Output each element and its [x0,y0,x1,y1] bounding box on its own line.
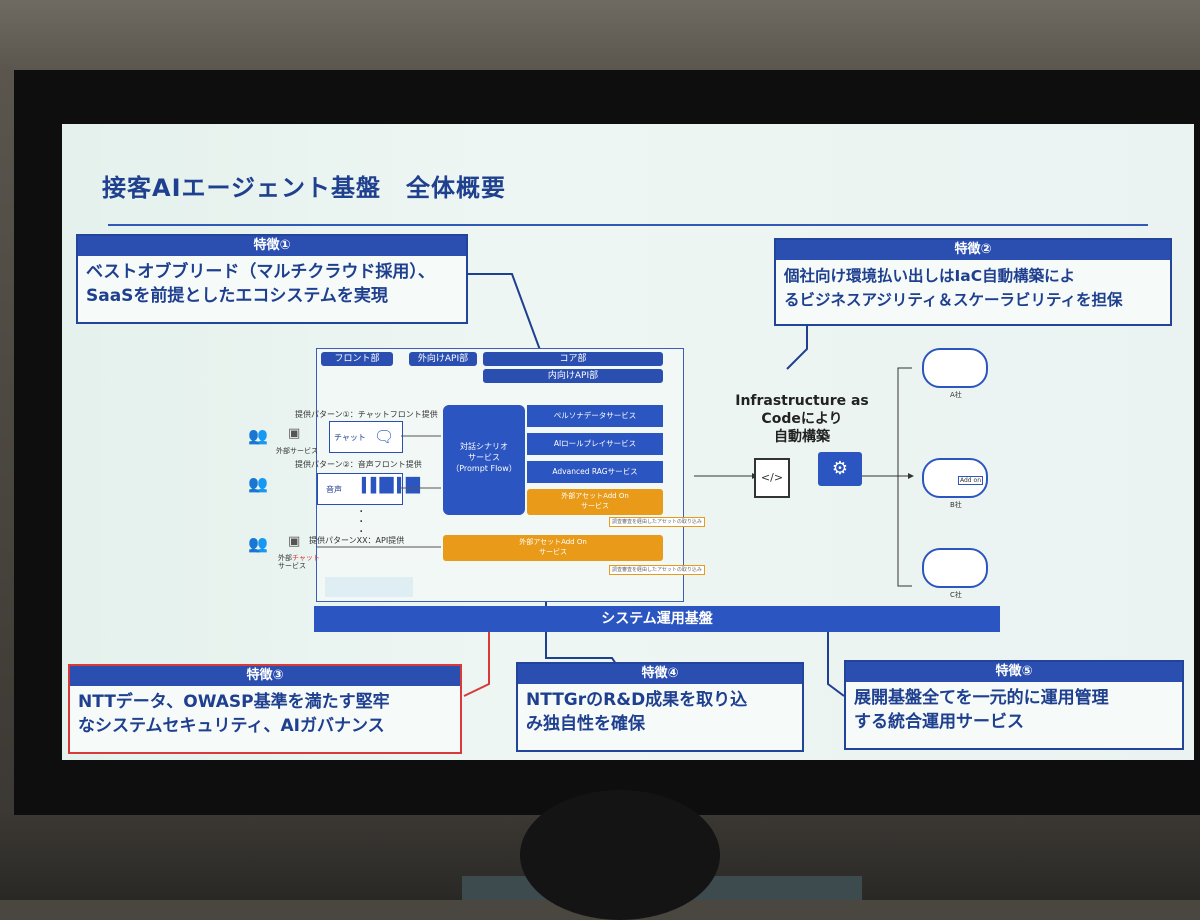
feature-4-line-1: NTTGrのR&D成果を取り込 [526,690,748,710]
feature-1-text: ベストオブブリード（マルチクラウド採用）、 SaaSを前提としたエコシステムを実… [78,256,466,312]
cloud-a-label: A社 [950,391,962,399]
feature-2-head: 特徴② [776,240,1170,260]
apps-icon-1: ▣ [288,426,301,441]
blank-placeholder [325,577,413,597]
feature-2-text: 個社向け環境払い出しはIaC自動構築によ るビジネスアジリティ＆スケーラビリティ… [776,260,1170,316]
pattern-2-label: 提供パターン②：音声フロント提供 [295,460,422,469]
code-file-icon: </> [754,458,790,498]
gear-monitor-icon: ⚙ [818,452,862,486]
addon-note-1: 調査審査を経由したアセットの取り込み [609,517,705,527]
cloud-b-label: B社 [950,501,962,509]
scenario-service: 対話シナリオ サービス （Prompt Flow） [443,405,525,515]
advanced-rag-service: Advanced RAGサービス [527,461,663,483]
cloud-c-icon [922,548,988,588]
iac-line-1: Infrastructure as [735,393,869,409]
voice-front-box: 音声 ▍▌▉▌▍▉▌ [317,473,425,505]
front-label: フロント部 [321,352,393,366]
feature-4-head: 特徴④ [518,664,802,684]
addon-service-2: 外部アセットAdd On サービス [443,535,663,561]
scenario-line-3: （Prompt Flow） [451,464,517,473]
ai-roleplay-service: AIロールプレイサービス [527,433,663,455]
chat-bubble-icon: 🗨 [374,427,395,446]
feature-4-line-2: み独自性を確保 [526,714,645,734]
feature-5-line-2: する統合運用サービス [854,712,1024,732]
waveform-icon: ▍▌▉▌▍▉▌ [362,478,425,494]
external-chat-service-line-1: 外部 [278,554,292,562]
feature-5-text: 展開基盤全てを一元的に運用管理 する統合運用サービス [846,682,1182,738]
iac-line-3: 自動構築 [774,429,830,445]
feature-5-line-1: 展開基盤全てを一元的に運用管理 [854,688,1109,708]
addon-2-line-2: サービス [539,548,567,556]
cloud-a-icon [922,348,988,388]
pattern-xx-label: 提供パターンXX：API提供 [309,536,405,545]
chat-label: チャット [334,433,366,442]
flow-arrows [317,435,441,548]
addon-2-line-1: 外部アセットAdd On [519,538,587,546]
feature-5-head: 特徴⑤ [846,662,1182,682]
feature-1-head: 特徴① [78,236,466,256]
pattern-1-label: 提供パターン①：チャットフロント提供 [295,410,438,419]
chat-front-box: チャット 🗨 [329,421,403,453]
architecture-diagram: フロント部 外向けAPI部 コア部 内向けAPI部 提供パターン①：チャットフロ… [295,348,705,602]
feature-3-line-2: なシステムセキュリティ、AIガバナンス [78,716,385,736]
addon-service-1: 外部アセットAdd On サービス [527,489,663,515]
feature-4-box: 特徴④ NTTGrのR&D成果を取り込 み独自性を確保 [516,662,804,752]
feature-2-line-2: るビジネスアジリティ＆スケーラビリティを担保 [784,291,1123,309]
slide-title: 接客AIエージェント基盤 全体概要 [102,174,507,202]
system-operations-bar: システム運用基盤 [314,606,1000,632]
internal-api-label: 内向けAPI部 [483,369,663,383]
voice-label: 音声 [326,485,342,494]
users-icon-3: 👥 [248,534,268,553]
feature-1-box: 特徴① ベストオブブリード（マルチクラウド採用）、 SaaSを前提としたエコシス… [76,234,468,324]
external-chat-service-line-2: チャット [292,554,320,562]
persona-data-service: ペルソナデータサービス [527,405,663,427]
cloud-c-label: C社 [950,591,962,599]
external-chat-service-line-3: サービス [278,562,306,570]
feature-3-box: 特徴③ NTTデータ、OWASP基準を満たす堅牢 なシステムセキュリティ、AIガ… [68,664,462,754]
feature-3-head: 特徴③ [70,666,460,686]
audience-head [520,790,720,920]
addon-1-line-1: 外部アセットAdd On [561,492,629,500]
slide: 接客AIエージェント基盤 全体概要 特徴① ベストオブブリード（マルチクラウド採… [62,124,1194,760]
feature-3-line-1: NTTデータ、OWASP基準を満たす堅牢 [78,692,390,712]
external-service-label: 外部サービス [276,447,318,455]
feature-1-line-1: ベストオブブリード（マルチクラウド採用）、 [86,262,435,282]
scenario-line-2: サービス [468,453,500,462]
ellipsis-dots: ··· [359,504,364,540]
title-divider [108,224,1148,226]
users-icon-1: 👥 [248,426,268,445]
apps-icon-3: ▣ [288,534,301,549]
core-label: コア部 [483,352,663,366]
scenario-line-1: 対話シナリオ [460,442,508,451]
feature-2-line-1: 個社向け環境払い出しはIaC自動構築によ [784,267,1076,285]
feature-5-box: 特徴⑤ 展開基盤全てを一元的に運用管理 する統合運用サービス [844,660,1184,750]
users-icon-2: 👥 [248,474,268,493]
iac-line-2: Codeにより [761,411,843,427]
addon-note-2: 調査審査を経由したアセットの取り込み [609,565,705,575]
external-chat-service-label: 外部チャットサービス [278,554,320,570]
feature-1-line-2: SaaSを前提としたエコシステムを実現 [86,286,388,306]
feature-4-text: NTTGrのR&D成果を取り込 み独自性を確保 [518,684,802,740]
addon-1-line-2: サービス [581,502,609,510]
iac-text: Infrastructure as Codeにより 自動構築 [717,392,887,446]
cloud-b-addon-tag: Add on [958,476,983,485]
feature-3-text: NTTデータ、OWASP基準を満たす堅牢 なシステムセキュリティ、AIガバナンス [70,686,460,742]
external-api-label: 外向けAPI部 [409,352,477,366]
feature-2-box: 特徴② 個社向け環境払い出しはIaC自動構築によ るビジネスアジリティ＆スケーラ… [774,238,1172,326]
